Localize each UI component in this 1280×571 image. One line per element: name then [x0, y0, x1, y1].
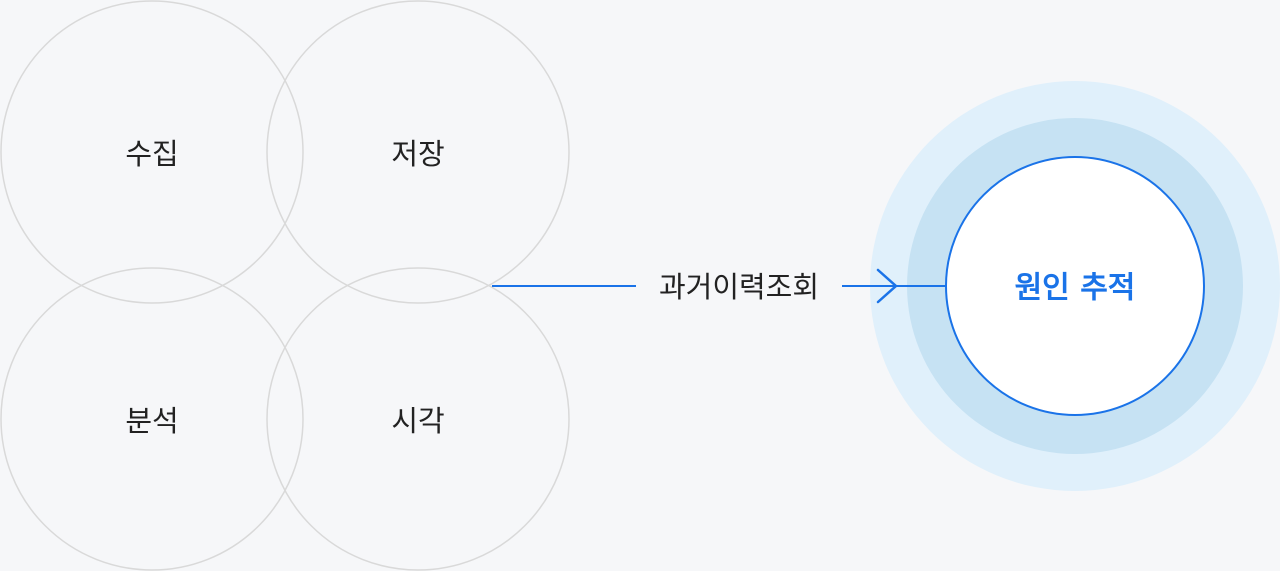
target-rings	[870, 81, 1280, 491]
connector-label: 과거이력조회	[636, 264, 842, 310]
target-label: 원인 추적	[1015, 271, 1136, 306]
stage-circles	[0, 0, 570, 571]
stage-circle-collect	[0, 0, 304, 304]
stage-label-collect: 수집	[125, 137, 178, 171]
stage-label-store: 저장	[391, 137, 444, 171]
stage-circle-analyze	[0, 267, 304, 571]
stage-label-analyze: 분석	[125, 404, 178, 438]
chevron-right-arrow-icon	[876, 268, 898, 304]
stage-label-visualize: 시각	[391, 404, 444, 438]
connector	[492, 268, 946, 304]
stage-circle-visualize	[266, 267, 570, 571]
stage-circle-store	[266, 0, 570, 304]
